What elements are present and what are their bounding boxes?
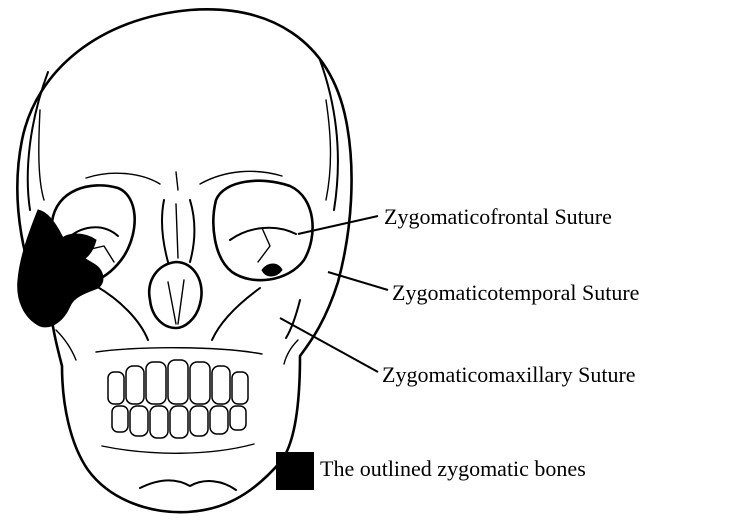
right-orbit [213,181,312,280]
leader-zygomaticofrontal [298,216,378,234]
legend-text: The outlined zygomatic bones [320,456,586,481]
legend-swatch [276,452,314,490]
cheek-contours [56,286,300,364]
nasal-region [149,200,201,328]
label-zygomaticofrontal-suture: Zygomaticofrontal Suture [384,204,612,229]
leader-zygomaticomaxillary [280,318,378,372]
label-zygomaticotemporal-suture: Zygomaticotemporal Suture [392,280,639,305]
chin-detail [140,480,236,490]
label-zygomaticomaxillary-suture: Zygomaticomaxillary Suture [382,362,636,387]
teeth [96,348,262,454]
